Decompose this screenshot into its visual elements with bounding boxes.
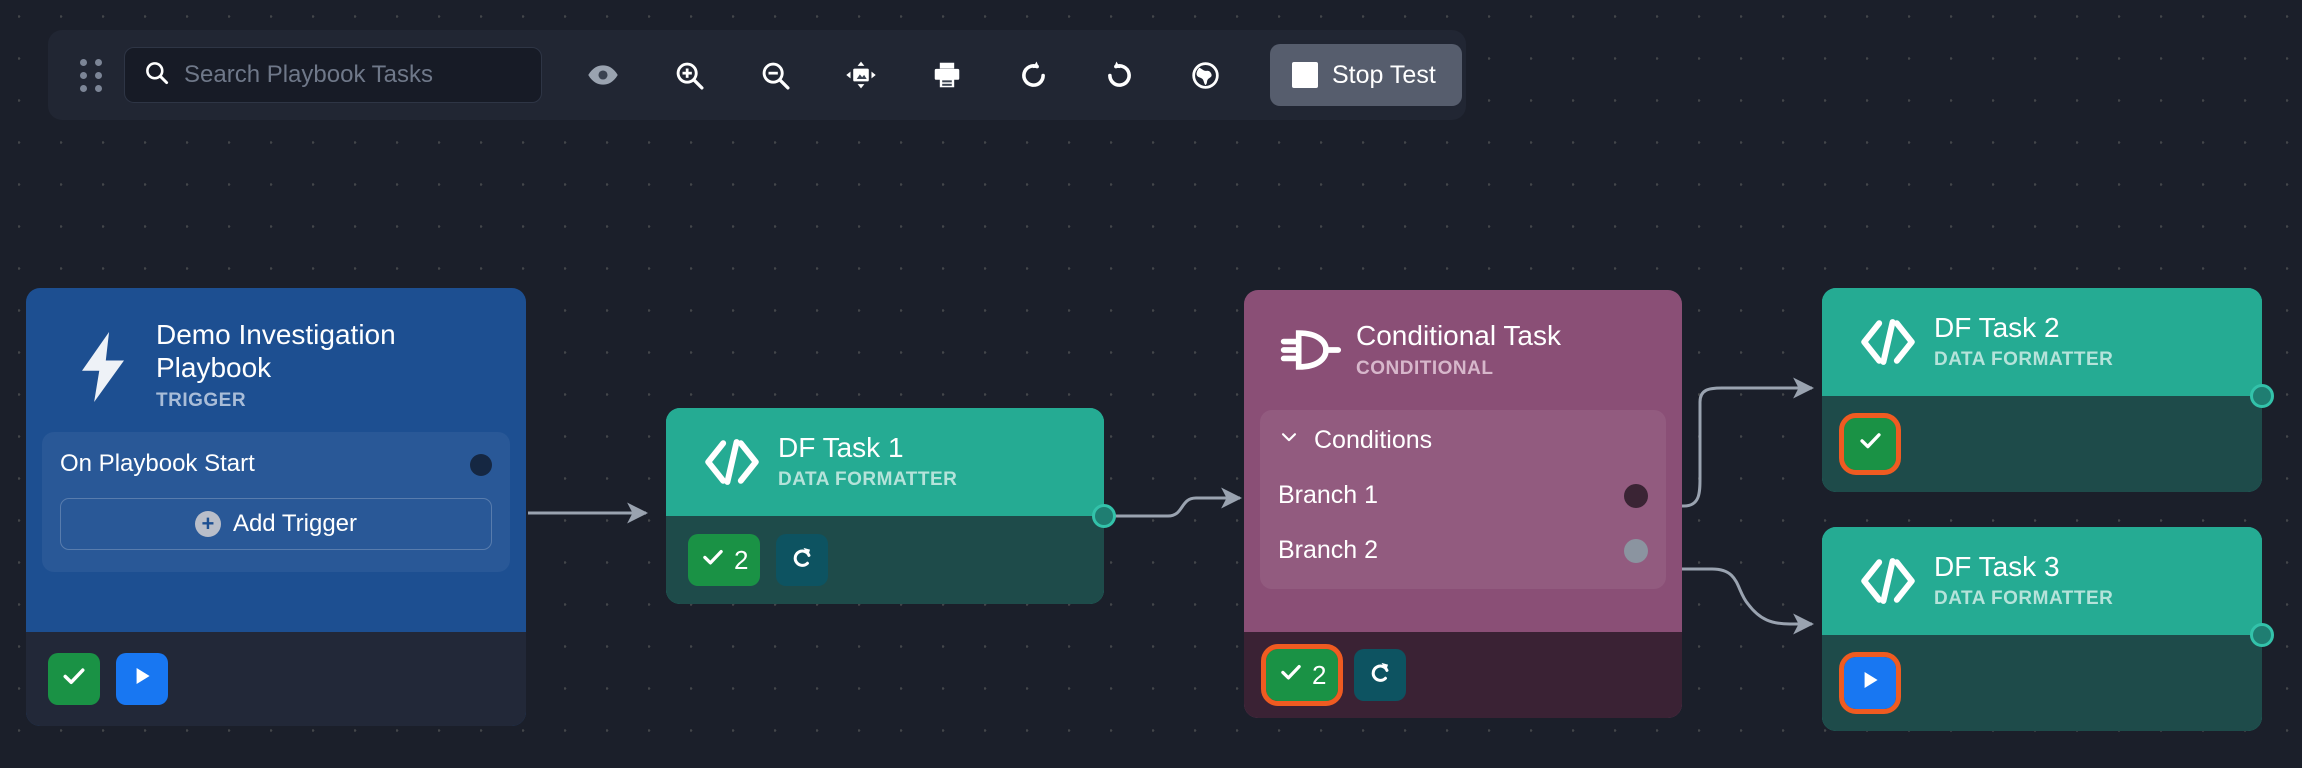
canvas-toolbar[interactable]: Stop Test	[48, 30, 1466, 120]
check-icon	[60, 662, 88, 697]
df1-subtitle: DATA FORMATTER	[778, 469, 958, 491]
df2-output-port[interactable]	[2250, 384, 2274, 408]
df2-header: DF Task 2 DATA FORMATTER	[1822, 288, 2262, 396]
globe-button[interactable]	[1162, 45, 1248, 105]
branch-row[interactable]: Branch 2	[1278, 536, 1648, 565]
status-success-badge[interactable]	[48, 653, 100, 705]
redo-arrow-icon	[1367, 659, 1393, 692]
node-trigger[interactable]: Demo Investigation Playbook TRIGGER On P…	[26, 288, 526, 726]
branch-1-label: Branch 1	[1278, 481, 1379, 509]
conditional-title: Conditional Task	[1356, 320, 1561, 351]
plus-circle-icon: +	[194, 511, 221, 538]
redo-button[interactable]	[990, 45, 1076, 105]
df2-title: DF Task 2	[1934, 311, 2060, 343]
rerun-task-button[interactable]	[1354, 649, 1407, 701]
add-trigger-button[interactable]: + Add Trigger	[60, 498, 492, 551]
df3-title: DF Task 3	[1934, 550, 2060, 582]
stop-square-icon	[1292, 62, 1318, 88]
zoom-in-icon	[673, 59, 706, 92]
play-icon	[129, 663, 155, 696]
fit-to-screen-icon	[844, 58, 878, 92]
undo-icon	[1103, 59, 1136, 92]
status-success-badge[interactable]	[1839, 413, 1901, 475]
branch-row[interactable]: Branch 1	[1278, 481, 1648, 510]
df1-output-port[interactable]	[1092, 504, 1116, 528]
df1-footer: 2	[666, 516, 1104, 604]
grid-dots-handle-icon[interactable]	[74, 55, 108, 95]
code-brackets-icon	[1842, 319, 1934, 365]
status-success-badge[interactable]: 2	[1260, 644, 1344, 706]
run-task-button[interactable]	[116, 653, 168, 705]
logic-gate-icon	[1264, 327, 1356, 373]
branch-2-label: Branch 2	[1278, 536, 1379, 564]
redo-arrow-icon	[789, 544, 815, 577]
search-input[interactable]	[184, 61, 523, 89]
eye-icon	[586, 58, 620, 92]
conditional-subtitle: CONDITIONAL	[1356, 358, 1494, 379]
search-playbook-tasks-field[interactable]	[124, 47, 542, 103]
zoom-out-button[interactable]	[732, 45, 818, 105]
trigger-header: Demo Investigation Playbook TRIGGER	[26, 288, 526, 422]
branch-2-output-port[interactable]	[1624, 538, 1648, 563]
run-task-button[interactable]	[1839, 652, 1901, 714]
conditions-panel: Conditions Branch 1 Branch 2	[1260, 410, 1666, 589]
redo-icon	[1017, 59, 1050, 92]
check-icon	[1857, 427, 1884, 461]
check-icon	[1278, 659, 1304, 692]
trigger-output-port[interactable]	[470, 454, 492, 477]
toggle-visibility-button[interactable]	[560, 45, 646, 105]
df3-footer	[1822, 635, 2262, 731]
edge-df1-to-conditional	[1112, 487, 1243, 518]
edge-branch2-to-df3	[1660, 567, 1815, 635]
check-icon	[700, 544, 726, 577]
df3-output-port[interactable]	[2250, 623, 2274, 647]
status-success-count: 2	[734, 544, 749, 575]
conditional-header: Conditional Task CONDITIONAL	[1244, 290, 1682, 410]
branch-1-output-port[interactable]	[1624, 483, 1648, 508]
on-playbook-start-label: On Playbook Start	[60, 450, 255, 478]
df3-subtitle: DATA FORMATTER	[1934, 588, 2114, 610]
code-brackets-icon	[1842, 558, 1934, 604]
conditions-toggle[interactable]: Conditions	[1278, 426, 1648, 455]
conditional-footer: 2	[1244, 632, 1682, 718]
print-button[interactable]	[904, 45, 990, 105]
zoom-out-icon	[759, 59, 792, 92]
stop-test-button[interactable]: Stop Test	[1270, 44, 1462, 106]
search-icon	[143, 59, 170, 91]
add-trigger-label: Add Trigger	[232, 510, 358, 538]
df1-title: DF Task 1	[778, 431, 904, 463]
node-conditional-task[interactable]: Conditional Task CONDITIONAL Conditions …	[1244, 290, 1682, 718]
code-brackets-icon	[686, 439, 778, 485]
zoom-in-button[interactable]	[646, 45, 732, 105]
node-df-task-3[interactable]: DF Task 3 DATA FORMATTER	[1822, 527, 2274, 731]
lightning-bolt-icon	[50, 314, 156, 402]
node-df-task-2[interactable]: DF Task 2 DATA FORMATTER	[1822, 288, 2274, 492]
trigger-title: Demo Investigation Playbook	[156, 319, 396, 384]
df1-header: DF Task 1 DATA FORMATTER	[666, 408, 1104, 516]
node-df-task-1[interactable]: DF Task 1 DATA FORMATTER 2	[666, 408, 1116, 604]
chevron-down-icon	[1278, 426, 1300, 455]
play-icon	[1857, 667, 1883, 700]
toolbar-icon-group	[560, 45, 1248, 105]
printer-icon	[931, 59, 963, 91]
stop-test-label: Stop Test	[1332, 60, 1436, 89]
trigger-panel: On Playbook Start + Add Trigger	[42, 432, 510, 573]
df2-footer	[1822, 396, 2262, 492]
undo-button[interactable]	[1076, 45, 1162, 105]
rerun-task-button[interactable]	[776, 534, 829, 586]
fit-to-screen-button[interactable]	[818, 45, 904, 105]
df3-header: DF Task 3 DATA FORMATTER	[1822, 527, 2262, 635]
globe-icon	[1189, 59, 1222, 92]
df2-subtitle: DATA FORMATTER	[1934, 349, 2114, 371]
conditions-label: Conditions	[1314, 426, 1433, 454]
trigger-footer	[26, 632, 526, 726]
trigger-subtitle: TRIGGER	[156, 390, 247, 412]
edge-branch1-to-df2	[1660, 377, 1815, 508]
status-success-badge[interactable]: 2	[688, 534, 761, 586]
status-success-count: 2	[1312, 659, 1327, 690]
